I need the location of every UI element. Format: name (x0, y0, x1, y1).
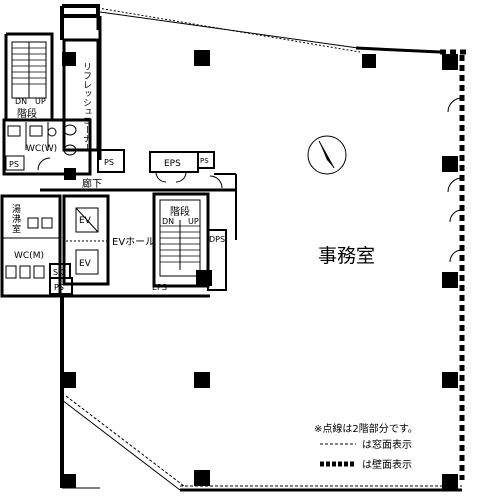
ps-left-top: PS (9, 160, 19, 169)
stair-left: DN UP 階段 (11, 41, 47, 120)
outer-walls (4, 4, 470, 492)
wc-men-label: WC(M) (14, 251, 44, 261)
office-label: 事務室 (318, 245, 375, 267)
eps-top: EPS PS (149, 151, 215, 183)
ev-hall-label: EVホール (112, 236, 155, 248)
dn-label: DN (15, 97, 27, 106)
kettle-1: 湯 (12, 204, 21, 215)
wc-women-label: WC(W) (26, 144, 57, 154)
ps-upper-label: PS (104, 158, 114, 167)
up-label-2: UP (188, 217, 199, 226)
legend-wall-label: は壁面表示 (362, 458, 412, 471)
legend: ※点線は2階部分です。 は窓面表示 は壁面表示 (314, 422, 418, 471)
kettle-2: 沸 (12, 213, 21, 225)
wc-women-block: WC(W) PS (2, 118, 92, 176)
ps-upper: PS (97, 149, 125, 173)
ev-2-label: EV (79, 259, 92, 269)
corridor-label: 廊下 (82, 177, 102, 190)
ev-1-label: EV (79, 216, 92, 226)
stair-label-center: 階段 (170, 205, 190, 218)
wc-men-block: 湯 沸 室 WC(M) SK PS (0, 194, 73, 298)
ps-eps-small: PS (200, 157, 209, 165)
refresh-corner-label: リフレッシュコーナー (81, 62, 92, 152)
door-swings (447, 97, 463, 263)
north-arrow-icon (307, 135, 347, 175)
kettle-3: 室 (12, 223, 21, 235)
up-label: UP (35, 97, 46, 106)
refresh-corner: リフレッシュコーナー (62, 38, 100, 152)
eps-bottom-label: EPS (152, 283, 167, 292)
sk-label: SK (53, 268, 64, 277)
stair-label-left: 階段 (17, 107, 37, 120)
elevators: EV EV EVホール (60, 194, 155, 298)
dps-label: DPS (209, 235, 225, 244)
dn-label-2: DN (162, 217, 174, 226)
eps-top-label: EPS (164, 159, 181, 169)
stair-center: 階段 DN UP DPS EPS (152, 175, 227, 298)
corridor: 廊下 (40, 173, 237, 240)
legend-window-label: は窓面表示 (362, 438, 412, 451)
ps-bottom: PS (54, 283, 64, 292)
legend-note: ※点線は2階部分です。 (314, 422, 418, 435)
